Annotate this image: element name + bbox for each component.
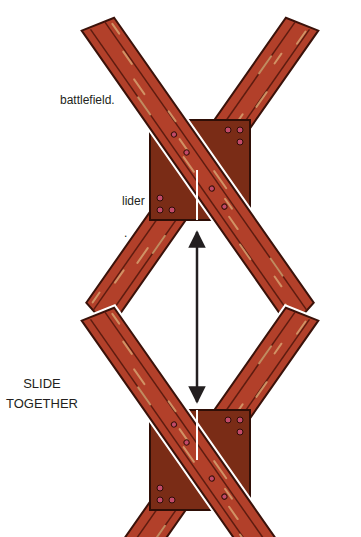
bolt [208,185,215,192]
bolt [237,429,243,435]
beam-edge [105,312,307,537]
bolt [221,203,228,210]
wood-grain [134,79,144,94]
wood-grain [256,92,266,107]
wood-grain [134,369,144,384]
wood-grain [259,56,271,73]
beam-edge [91,29,295,321]
slide-arrow [196,232,199,402]
wood-grain [138,387,150,404]
wood-grain [297,31,306,43]
slot [196,170,198,220]
wood-grain [229,507,238,519]
slot [196,170,198,220]
bolt [170,131,177,138]
bolt [221,493,228,500]
page-text-fragment: . [124,226,127,240]
wood-grain [137,248,147,263]
wood-grain [184,157,194,172]
beam-halo [82,301,319,537]
wood-grain [240,245,250,260]
wood-beam [82,11,319,329]
wood-grain [275,344,282,354]
wood-grain [138,97,150,114]
beam-body [82,11,319,329]
beam-body [82,11,319,329]
wood-grain [153,236,165,253]
bolt [208,475,215,482]
bolt [157,485,163,491]
cross-brace [82,11,319,329]
beam-edge [91,319,295,537]
wood-grain [259,346,271,363]
wood-grain [214,461,226,478]
bolt [157,497,163,503]
cross-brace [82,301,319,537]
bolt [157,195,163,201]
wood-grain [240,535,250,537]
bolt [169,497,175,503]
beam-body [82,301,319,537]
bolt [225,127,231,133]
wood-grain [184,447,194,462]
bolt [225,417,231,423]
wood-grain [112,314,119,324]
bolt [237,417,243,423]
wood-grain [169,401,176,411]
page-text-fragment: lider [122,194,145,208]
wood-beam [82,301,319,537]
wood-grain [93,293,100,303]
page-text-fragment: battlefield. [60,93,115,107]
wood-grain [256,382,266,397]
wood-beam [82,11,319,329]
bolt [237,139,243,145]
beam-halo [82,301,319,537]
slot [196,410,198,460]
wood-grain [297,321,306,333]
slot [196,410,198,460]
beam-halo [82,11,319,329]
bolt [183,149,190,156]
wood-grain [229,217,238,229]
bolt [157,207,163,213]
beam-body [82,301,319,537]
wood-grain [275,276,282,286]
wood-grain [169,111,176,121]
wood-grain [115,270,124,282]
wood-beam [82,301,319,537]
wood-grain [271,259,283,276]
bolt [170,421,177,428]
wood-grain [153,526,165,537]
bolt [183,439,190,446]
beam-edge [105,22,307,310]
wood-grain [123,342,132,354]
bolt [237,127,243,133]
beam-halo [82,11,319,329]
instruction-label: SLIDE TOGETHER [2,374,82,414]
wood-grain [112,24,119,34]
wood-grain [123,52,132,64]
wood-grain [214,171,226,188]
bolt [169,207,175,213]
wood-grain [275,54,282,64]
